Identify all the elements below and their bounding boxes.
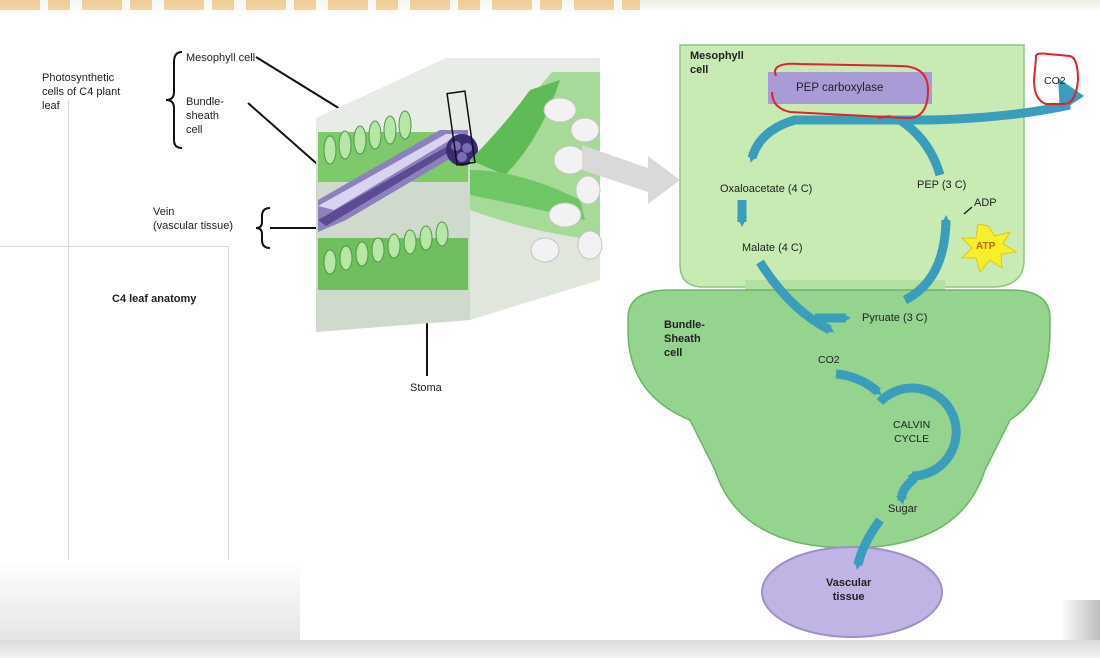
calvin-to-sugar-arrow bbox=[896, 474, 918, 505]
atp-star bbox=[960, 223, 1018, 274]
mesophyll-cell-title: Mesophyll cell bbox=[690, 50, 744, 76]
enzyme-box bbox=[768, 72, 932, 104]
vascular-tissue-label: Vascular tissue bbox=[826, 577, 872, 603]
frame-line bbox=[68, 100, 69, 640]
co2-input-label: CO2 bbox=[1044, 75, 1066, 87]
mesophyll-cell-label: Mesophyll cell bbox=[186, 52, 256, 64]
leaf-block bbox=[316, 58, 603, 332]
pep-to-oaa-arrow bbox=[897, 116, 945, 177]
frame-line bbox=[0, 246, 228, 247]
shading bbox=[1060, 600, 1100, 640]
stoma-label: Stoma bbox=[410, 382, 442, 394]
calvin-cycle-loop bbox=[876, 383, 961, 482]
atp-label: ATP bbox=[976, 241, 996, 252]
co2-arrow bbox=[747, 100, 1071, 163]
pyruvate-label: Pyruate (3 C) bbox=[862, 312, 928, 324]
shading bbox=[0, 560, 300, 640]
sugar-to-vascular-arrow bbox=[853, 517, 884, 570]
pep-label: PEP (3 C) bbox=[917, 179, 967, 191]
zoom-arrow bbox=[582, 145, 680, 204]
calvin-cycle-label: CALVIN CYCLE bbox=[893, 419, 931, 445]
co2-to-calvin-arrow bbox=[835, 369, 882, 396]
oxaloacetate-label: Oxaloacetate (4 C) bbox=[720, 183, 813, 195]
adp-label: ADP bbox=[974, 197, 997, 209]
bottom-strip bbox=[0, 640, 1100, 658]
adp-arrow bbox=[963, 206, 973, 215]
title-fragment bbox=[0, 0, 640, 10]
photosynthetic-cells-label: Photosynthetic cells of C4 plant leaf bbox=[42, 72, 121, 112]
mesophyll-cell-shape bbox=[679, 44, 1025, 288]
vascular-tissue-shape bbox=[761, 546, 943, 638]
frame-line bbox=[228, 246, 229, 640]
red-circle-enzyme bbox=[771, 62, 930, 120]
pyruvate-to-pep-arrow bbox=[902, 215, 951, 305]
leaf-anatomy-caption: C4 leaf anatomy bbox=[112, 293, 197, 305]
bundle-sheath-title: Bundle- Sheath cell bbox=[664, 319, 705, 359]
bundle-sheath-cell-shape bbox=[627, 289, 1051, 549]
red-circle-co2 bbox=[1032, 52, 1080, 105]
sugar-label: Sugar bbox=[888, 503, 918, 515]
red-tick bbox=[877, 115, 891, 119]
header-banner bbox=[0, 0, 1100, 12]
bundle-sheath-label: Bundle- sheath cell bbox=[186, 96, 224, 136]
malate-to-bs-arrow bbox=[756, 259, 835, 335]
vein-label: Vein (vascular tissue) bbox=[153, 206, 234, 232]
enzyme-label: PEP carboxylase bbox=[796, 82, 884, 94]
co2-released-label: CO2 bbox=[818, 354, 840, 366]
malate-label: Malate (4 C) bbox=[742, 242, 803, 254]
